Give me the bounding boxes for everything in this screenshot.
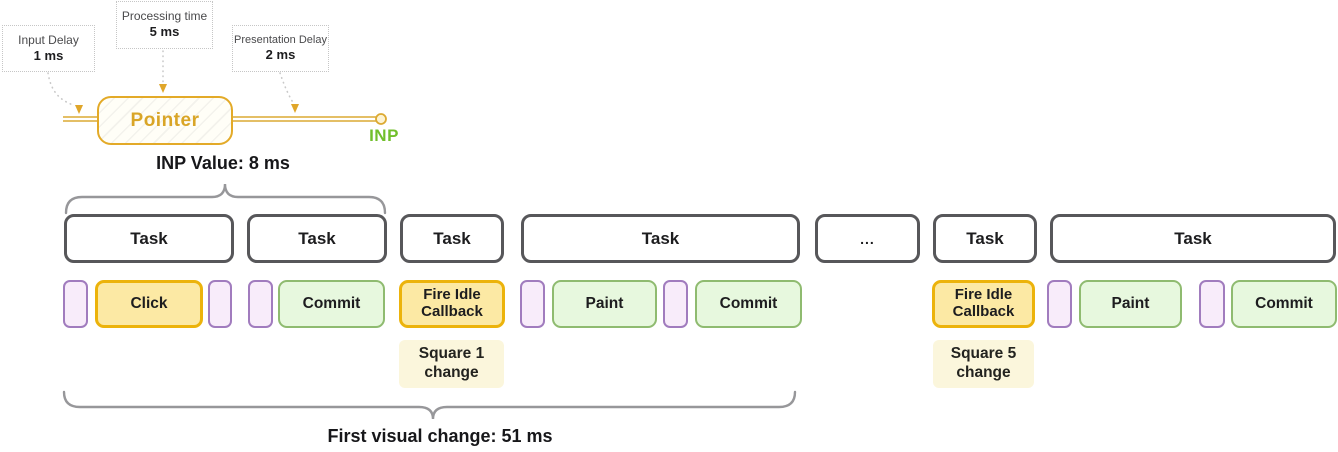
event-fire-idle-callback-2: Fire Idle Callback bbox=[932, 280, 1035, 328]
callout-presentation-delay-label: Presentation Delay bbox=[234, 33, 327, 46]
event-click: Click bbox=[95, 280, 203, 328]
presentation-delay-connector bbox=[279, 72, 295, 105]
event-commit-1: Commit bbox=[278, 280, 385, 328]
caption-square-1-change: Square 1 change bbox=[399, 340, 504, 388]
spacer-frame bbox=[248, 280, 273, 328]
task-box-ellipsis: ... bbox=[815, 214, 920, 263]
input-delay-connector bbox=[47, 72, 74, 106]
callout-processing-time-value: 5 ms bbox=[149, 24, 180, 40]
spacer-frame bbox=[663, 280, 688, 328]
task-box-3: Task bbox=[400, 214, 504, 263]
event-paint-1: Paint bbox=[552, 280, 657, 328]
spacer-frame bbox=[520, 280, 545, 328]
callout-processing-time: Processing time 5 ms bbox=[116, 1, 213, 49]
task-box-6: Task bbox=[1050, 214, 1336, 263]
caption-square-5-change: Square 5 change bbox=[933, 340, 1034, 388]
event-paint-2: Paint bbox=[1079, 280, 1182, 328]
pointer-event-label: Pointer bbox=[130, 109, 200, 131]
inp-metric-label: INP bbox=[369, 126, 399, 145]
pointer-event-box: Pointer bbox=[97, 96, 233, 145]
task-box-4: Task bbox=[521, 214, 800, 263]
spacer-frame bbox=[1199, 280, 1225, 328]
task-box-1: Task bbox=[64, 214, 234, 263]
inp-value-text: INP Value: 8 ms bbox=[156, 153, 290, 173]
callout-processing-time-label: Processing time bbox=[121, 9, 208, 24]
timeline-endpoint-circle bbox=[375, 113, 387, 125]
spacer-frame bbox=[63, 280, 88, 328]
event-commit-2: Commit bbox=[695, 280, 802, 328]
arrowhead-processing-time bbox=[159, 84, 167, 93]
spacer-frame bbox=[208, 280, 232, 328]
arrowhead-input-delay bbox=[75, 105, 83, 114]
callout-presentation-delay-value: 2 ms bbox=[265, 47, 296, 63]
spacer-frame bbox=[1047, 280, 1072, 328]
first-visual-change-text: First visual change: 51 ms bbox=[327, 426, 553, 446]
callout-input-delay-label: Input Delay bbox=[18, 32, 79, 47]
arrowhead-presentation-delay bbox=[291, 104, 299, 113]
event-commit-3: Commit bbox=[1231, 280, 1337, 328]
callout-presentation-delay: Presentation Delay 2 ms bbox=[232, 25, 329, 72]
callout-input-delay-value: 1 ms bbox=[33, 47, 64, 63]
inp-value-brace bbox=[64, 183, 387, 215]
task-box-5: Task bbox=[933, 214, 1037, 263]
first-visual-change-brace bbox=[62, 390, 797, 420]
task-box-2: Task bbox=[247, 214, 387, 263]
event-fire-idle-callback-1: Fire Idle Callback bbox=[399, 280, 505, 328]
callout-input-delay: Input Delay 1 ms bbox=[2, 25, 95, 72]
